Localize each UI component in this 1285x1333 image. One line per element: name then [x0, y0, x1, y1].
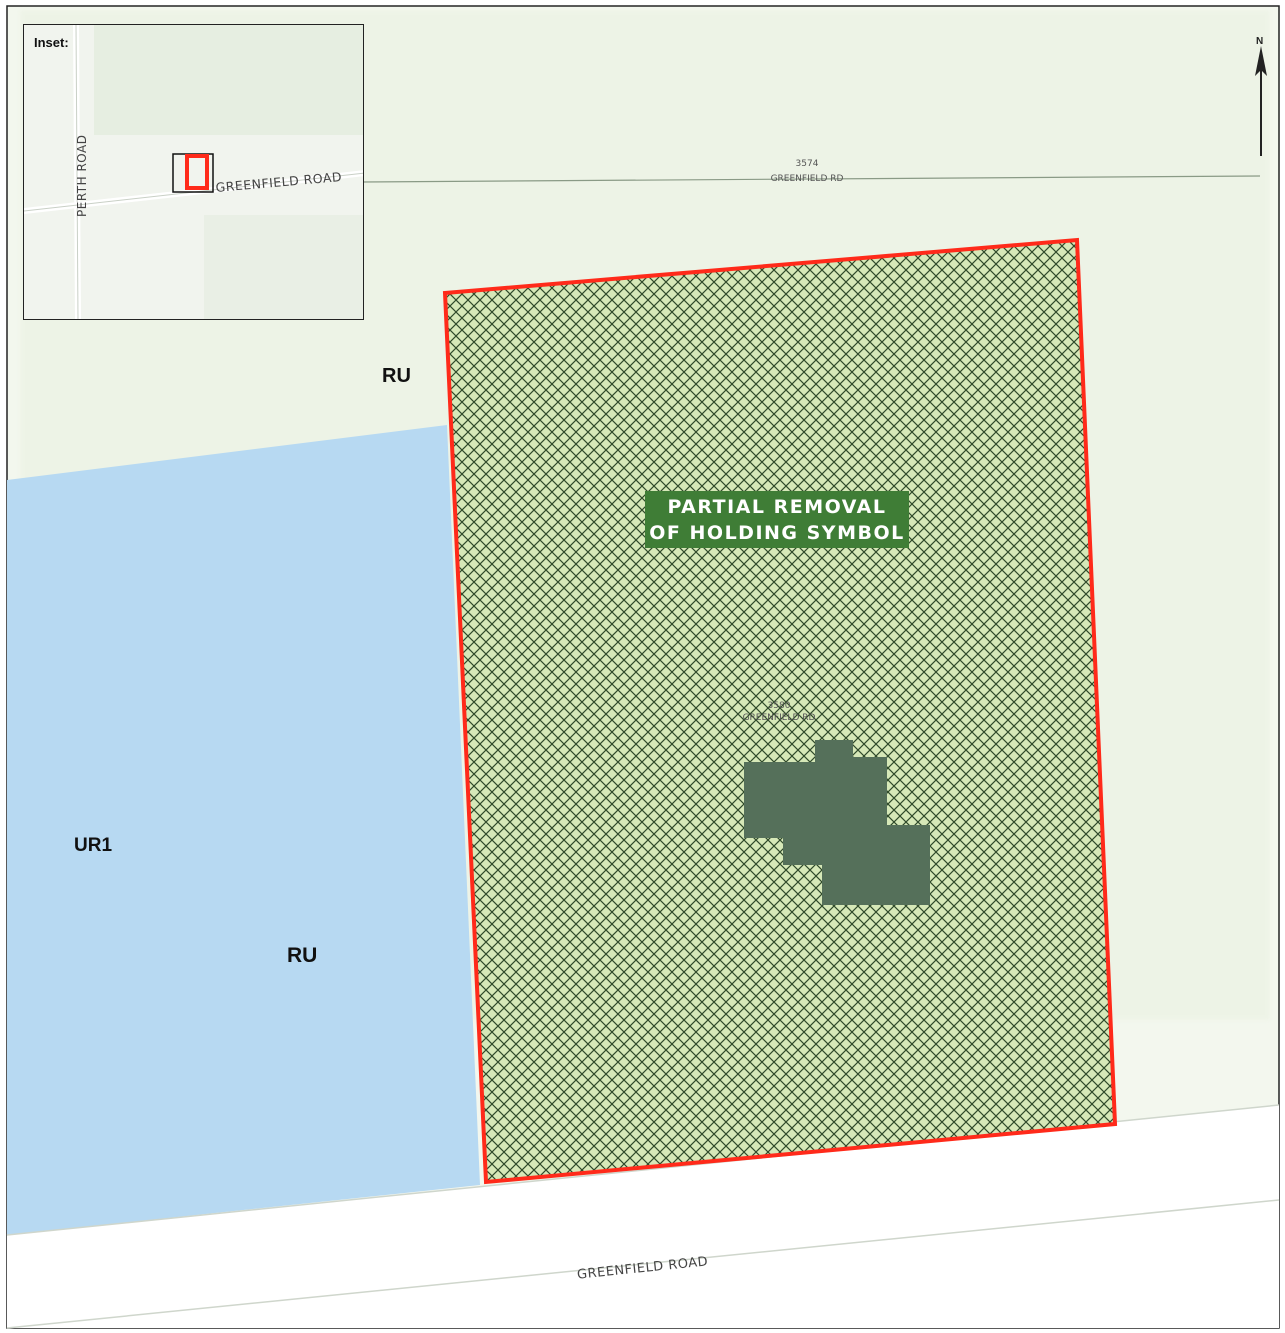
partial-removal-label: PARTIAL REMOVAL OF HOLDING SYMBOL: [645, 491, 909, 548]
inset-title: Inset:: [34, 35, 69, 50]
zone-label-ur1: UR1: [74, 835, 112, 856]
north-letter: N: [1256, 36, 1264, 47]
neighbor-lot-line: [359, 175, 1261, 183]
subject-address-road: GREENFIELD RD: [743, 713, 816, 723]
zone-label-ru-bottom: RU: [287, 944, 317, 967]
zone-label-ru-top: RU: [382, 365, 411, 387]
subject-parcel-hatch: [445, 240, 1115, 1182]
subject-parcel-outline: [442, 237, 1118, 1185]
road-edge-south: [6, 1199, 1280, 1329]
north-arrow-icon: [1255, 46, 1267, 156]
inset-canvas: PERTH ROAD GREENFIELD ROAD: [24, 25, 363, 319]
road-allowance: [7, 1105, 1279, 1328]
partial-removal-line2: OF HOLDING SYMBOL: [649, 522, 905, 544]
inset-road-label-perth: PERTH ROAD: [75, 135, 89, 217]
partial-removal-line1: PARTIAL REMOVAL: [667, 496, 887, 518]
neighbor-address-number: 3574: [796, 159, 819, 169]
inset-map: PERTH ROAD GREENFIELD ROAD Inset:: [23, 24, 364, 320]
building-footprint: [744, 740, 930, 905]
inset-parcel-marker: [185, 154, 209, 190]
subject-address-number: 3580: [768, 701, 791, 711]
neighbor-address-road: GREENFIELD RD: [771, 174, 844, 184]
ur1-zone-area: [7, 425, 480, 1235]
